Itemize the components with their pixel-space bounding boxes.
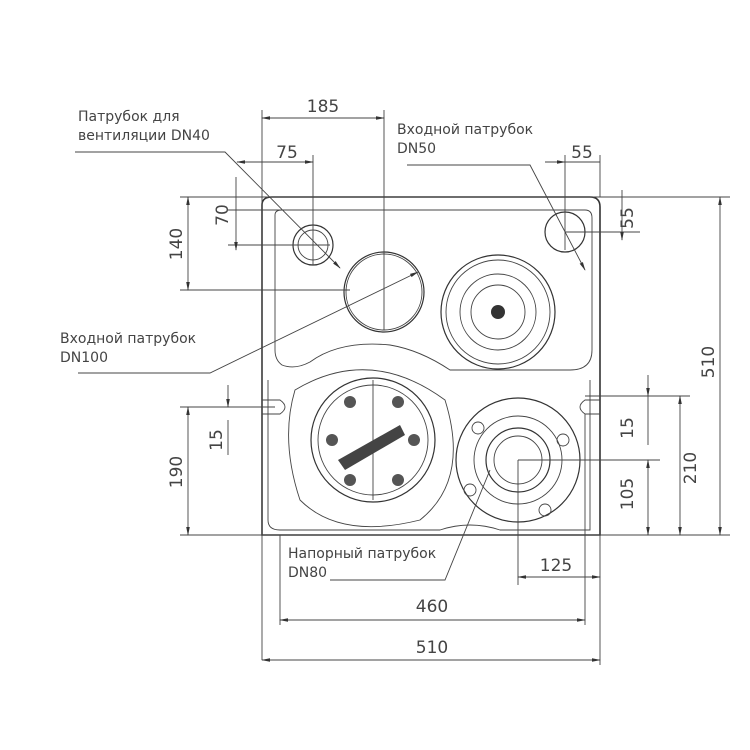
dim-15-right: 15 [618,417,638,439]
label-outlet-line2: DN80 [288,565,327,581]
dim-510-bottom: 510 [416,638,448,658]
label-vent-line1: Патрубок для [78,109,180,125]
dim-190: 190 [167,456,187,488]
label-inlet50-line2: DN50 [397,141,436,157]
dim-210: 210 [681,452,701,484]
dim-460: 460 [416,597,448,617]
label-vent-line2: вентиляции DN40 [78,128,210,144]
inspection-cover [440,254,556,370]
dim-70: 70 [213,204,233,226]
leader-lines [75,151,586,581]
dim-185: 185 [307,97,339,117]
dim-55-top: 55 [571,143,593,163]
dim-55-right: 55 [618,207,638,229]
dim-75: 75 [276,143,298,163]
label-inlet100-line2: DN100 [60,350,108,366]
dim-15-left: 15 [207,429,227,451]
label-outlet-line1: Напорный патрубок [288,546,436,562]
dim-140: 140 [167,228,187,260]
dim-510-right: 510 [699,346,719,378]
label-inlet50-line1: Входной патрубок [397,122,533,138]
pump-cover [310,377,436,503]
dim-105: 105 [618,478,638,510]
dimension-lines [180,110,730,665]
dim-125: 125 [540,556,572,576]
label-inlet100-line1: Входной патрубок [60,331,196,347]
